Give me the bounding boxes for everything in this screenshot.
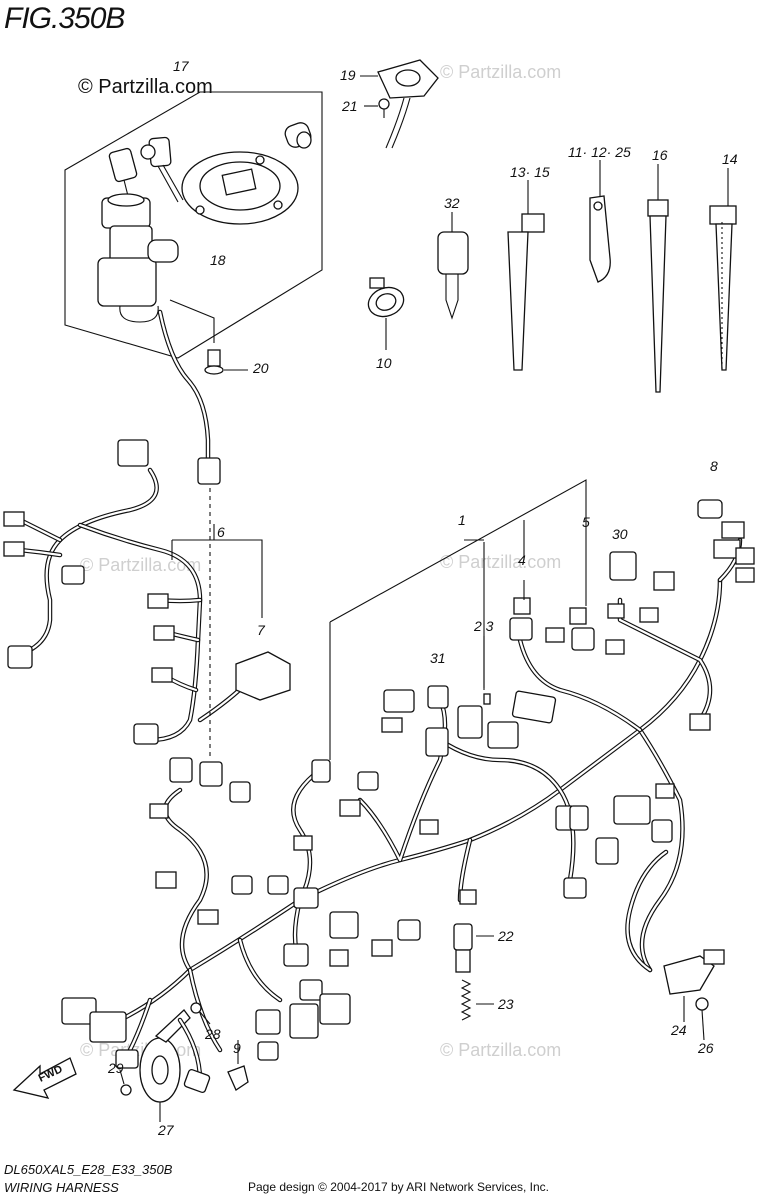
ignition-switch-group-box xyxy=(64,91,323,359)
callout-21: 21 xyxy=(342,98,358,114)
callout-26: 26 xyxy=(698,1040,714,1056)
callout-20: 20 xyxy=(253,360,269,376)
sub-harness-left xyxy=(3,439,291,745)
callout-16: 16 xyxy=(652,147,668,163)
ignition-keys xyxy=(108,136,184,203)
callout-1: 1 xyxy=(458,512,466,528)
ignition-switch xyxy=(97,193,179,323)
callout-14: 14 xyxy=(722,151,738,167)
callout-18: 18 xyxy=(210,252,226,268)
main-wiring-harness xyxy=(117,537,743,1053)
fwd-arrow-icon xyxy=(12,1057,77,1099)
clamp-10 xyxy=(367,277,405,350)
callout-9: 9 xyxy=(233,1040,241,1056)
watermark: © Partzilla.com xyxy=(78,76,213,98)
callout-31: 31 xyxy=(430,650,446,666)
copyright-notice: Page design © 2004-2017 by ARI Network S… xyxy=(248,1180,550,1194)
callout-17: 17 xyxy=(173,58,189,74)
callout-22: 22 xyxy=(498,928,514,944)
screw-21 xyxy=(364,98,390,118)
callout-28: 28 xyxy=(205,1026,221,1042)
section-name: WIRING HARNESS xyxy=(4,1180,119,1195)
horn-27 xyxy=(139,1009,191,1122)
bolt-20 xyxy=(204,349,248,375)
cable-tie-16 xyxy=(647,164,669,393)
watermark-faint: © Partzilla.com xyxy=(80,555,202,575)
model-code: DL650XAL5_E28_E33_350B xyxy=(4,1162,173,1177)
callout-30: 30 xyxy=(612,526,628,542)
callout-8: 8 xyxy=(710,458,718,474)
cable-tie-14 xyxy=(709,168,737,371)
figure-title: FIG.350B xyxy=(4,2,125,35)
ignition-lead-wire xyxy=(157,299,221,485)
callout-11-12-25: 11· 12· 25 xyxy=(568,144,631,160)
cover-19 xyxy=(360,59,439,149)
clamp-11-12-25 xyxy=(589,160,611,283)
spring-23 xyxy=(460,979,494,1021)
callout-10: 10 xyxy=(376,355,392,371)
cable-tie-13-15 xyxy=(507,180,545,371)
lock-cylinder xyxy=(284,122,312,149)
callout-7: 7 xyxy=(257,622,265,638)
bolt-28 xyxy=(190,1002,211,1025)
switch-22 xyxy=(453,923,494,973)
callout-29: 29 xyxy=(108,1060,124,1076)
key-blank-32 xyxy=(437,212,469,320)
callout-19: 19 xyxy=(340,67,356,83)
callout-2-3: 2 3 xyxy=(474,618,494,634)
callout-lines xyxy=(329,479,587,760)
callout-27: 27 xyxy=(158,1122,174,1138)
callout-32: 32 xyxy=(444,195,460,211)
callout-4: 4 xyxy=(518,552,526,568)
fuel-cap-lock xyxy=(181,151,299,225)
watermark-faint: © Partzilla.com xyxy=(440,62,562,82)
sensor-24 xyxy=(625,849,725,1022)
watermark-faint: © Partzilla.com xyxy=(440,1040,562,1060)
clamp-9 xyxy=(177,1017,249,1094)
watermark-faint: © Partzilla.com xyxy=(440,552,562,572)
callout-5: 5 xyxy=(582,514,590,530)
grommet-29 xyxy=(119,1069,132,1096)
callout-13-15: 13· 15 xyxy=(510,164,550,180)
bolt-26 xyxy=(695,997,709,1041)
harness-connectors xyxy=(61,499,755,1069)
callout-24: 24 xyxy=(671,1022,687,1038)
callout-6: 6 xyxy=(217,524,225,540)
callout-23: 23 xyxy=(498,996,514,1012)
